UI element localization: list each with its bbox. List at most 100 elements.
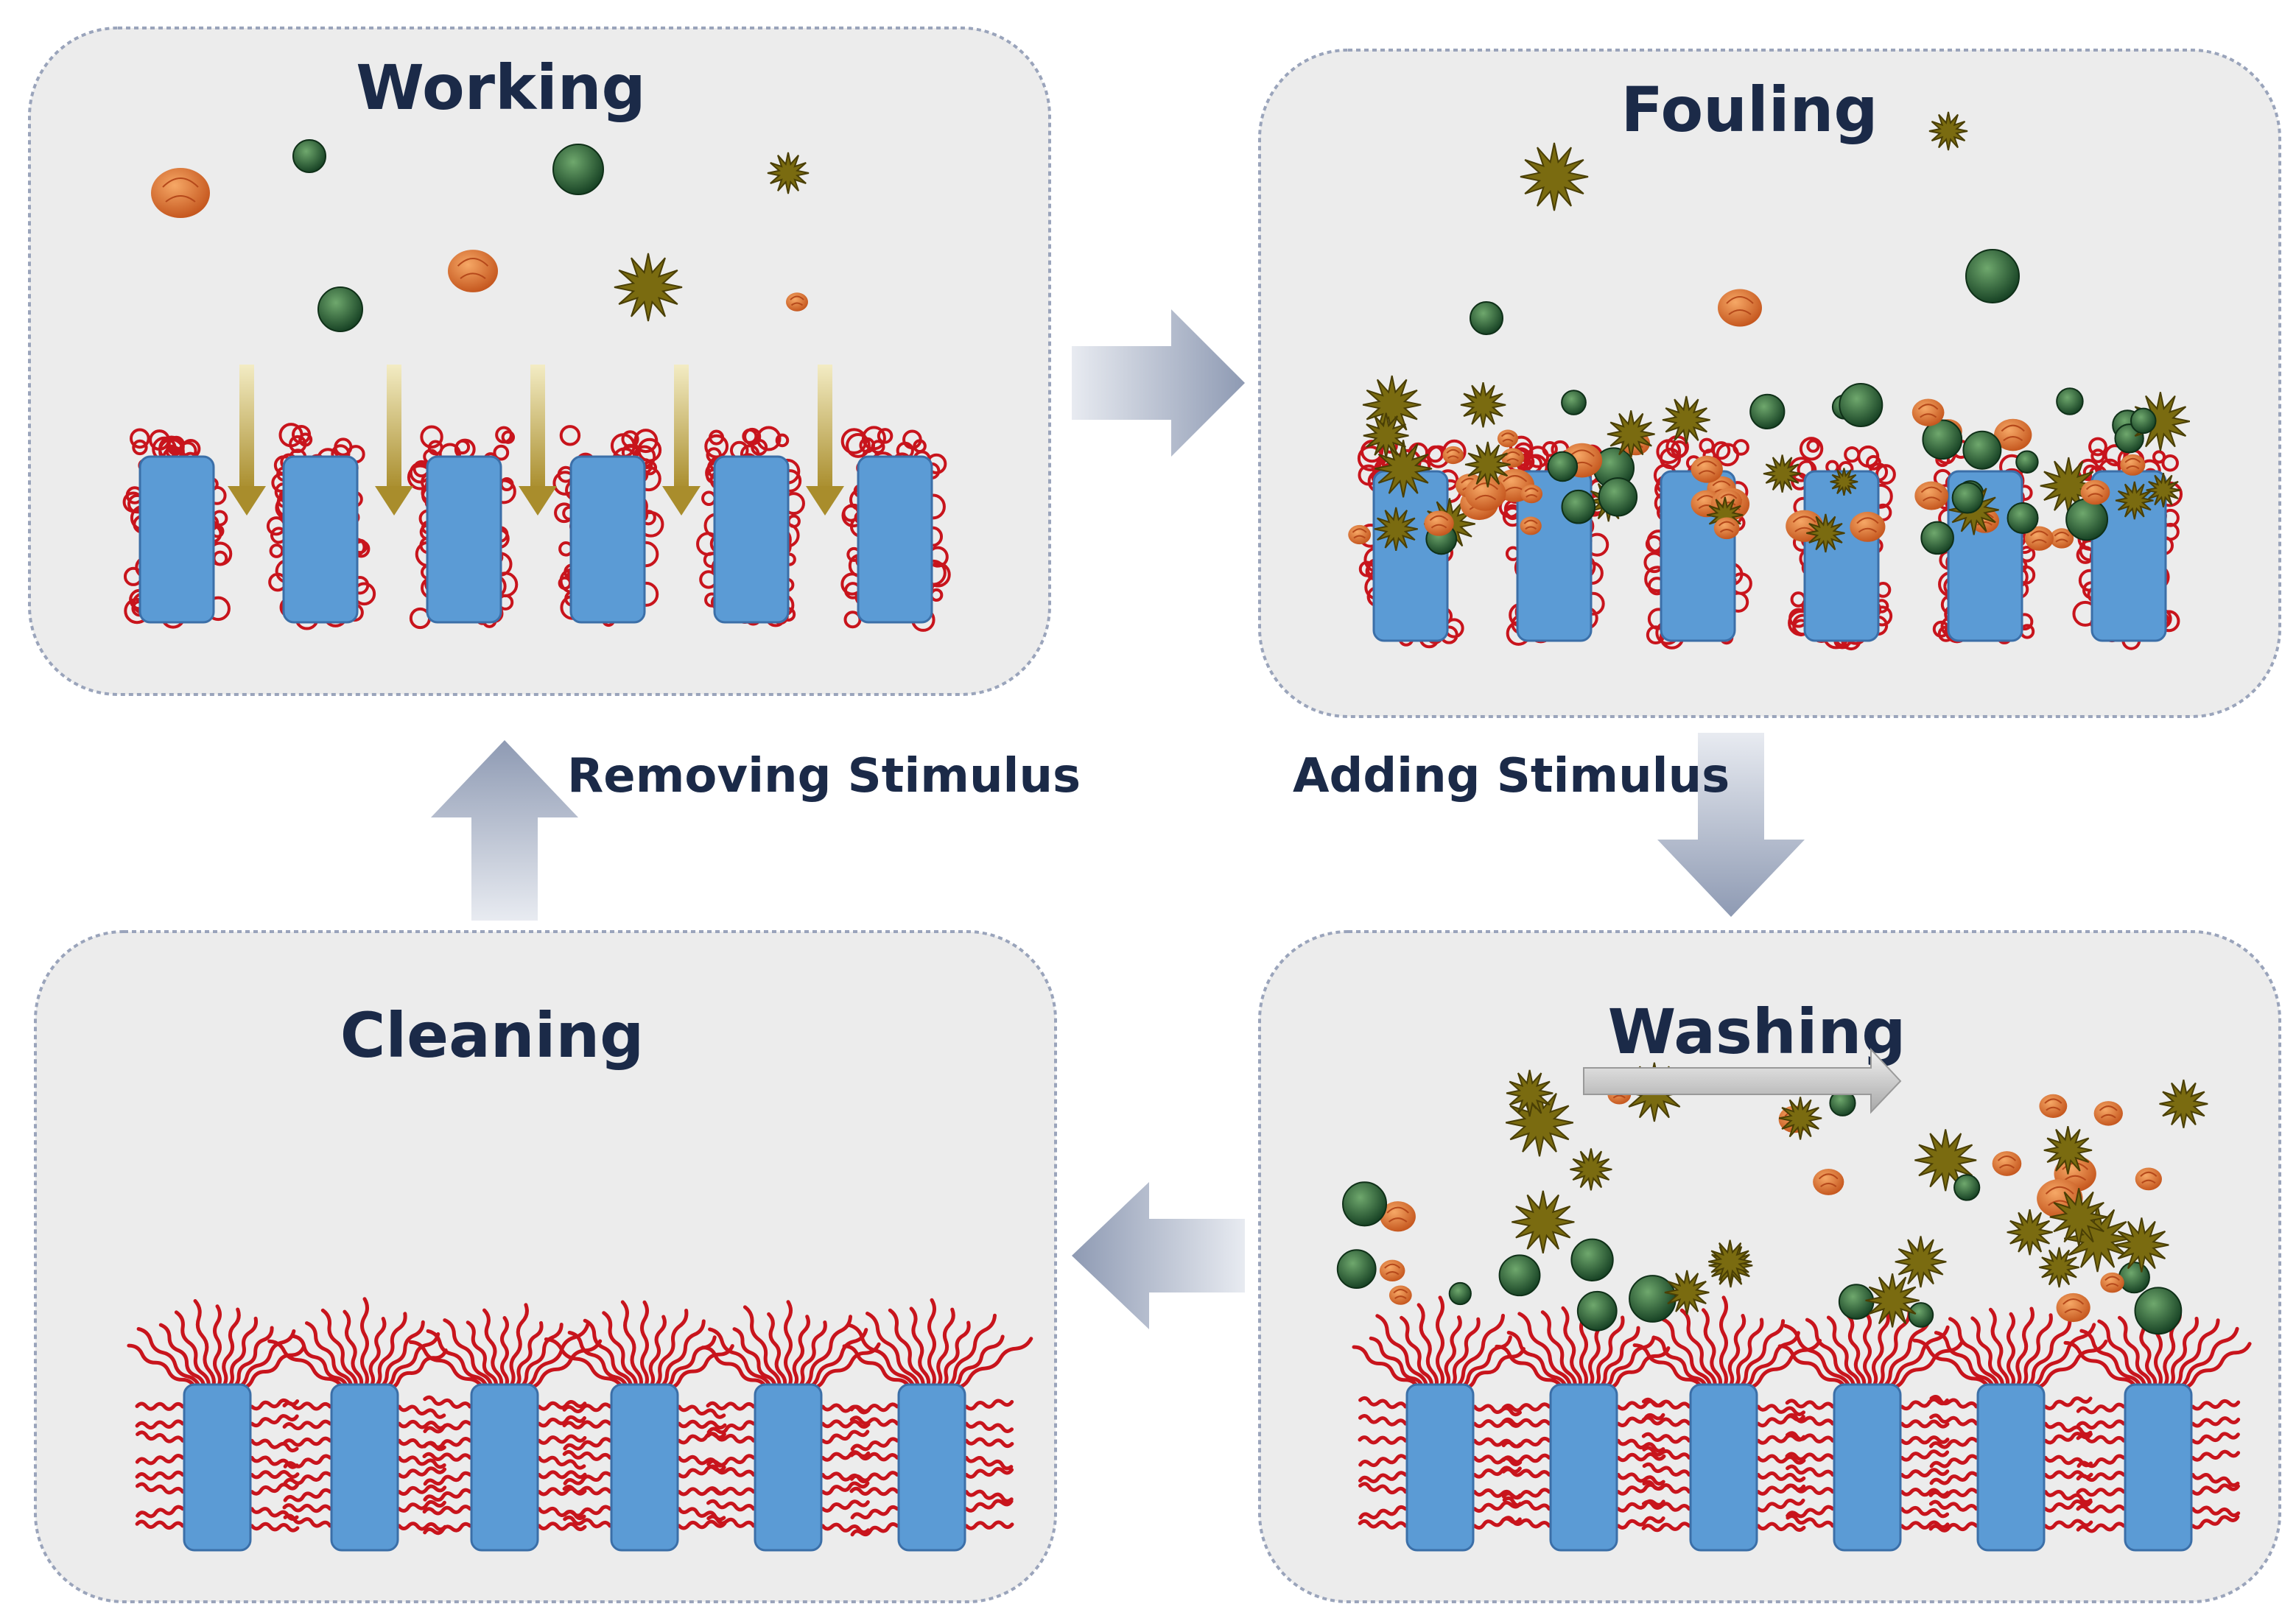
orange-particle [1389, 1285, 1412, 1305]
orange-particle [1713, 517, 1740, 540]
orange-particle-ridge [1523, 519, 1538, 530]
spiky-particle [2115, 481, 2154, 520]
orange-particle-body [1992, 1151, 2022, 1176]
spiky-particle [1505, 1088, 1574, 1157]
spiky-particle [2007, 1209, 2053, 1256]
spiky-particle [2043, 1125, 2093, 1175]
process-arrow-down [1657, 733, 1805, 917]
orange-particle-ridge [2085, 484, 2105, 498]
green-sphere [1570, 1238, 1614, 1281]
green-sphere [292, 139, 326, 173]
orange-particle-ridge [1429, 515, 1449, 529]
green-sphere [552, 144, 604, 195]
spiky-particle [1506, 1069, 1554, 1117]
polymer-brush-extended [1352, 1295, 1526, 1530]
orange-particle-body [2056, 1292, 2090, 1323]
spiky-particle [1362, 375, 1422, 435]
green-sphere [2118, 1262, 2150, 1294]
orange-particle-ridge [1997, 1156, 2017, 1169]
orange-particle-body [2120, 454, 2146, 476]
polymer-brush-extended [127, 1299, 306, 1533]
orange-particle-body [151, 168, 210, 218]
membrane-pillar [1976, 1383, 2046, 1552]
cleaning-membrane [127, 1297, 1033, 1552]
orange-particle-ridge [162, 177, 199, 203]
orange-particle [1691, 455, 1723, 483]
orange-particle [1914, 481, 1949, 510]
washing-flow-arrow [1583, 1047, 1902, 1114]
orange-particle-ridge [2029, 530, 2049, 544]
polymer-brush-extended [1495, 1299, 1671, 1530]
flow-arrow-shaft [530, 365, 545, 490]
orange-particle [1992, 1151, 2022, 1176]
orange-particle-body [1914, 481, 1949, 510]
green-sphere [1920, 521, 1954, 555]
orange-particle-body [1718, 289, 1762, 327]
membrane-pillar [1803, 470, 1880, 642]
spiky-particle [1928, 111, 1968, 151]
spiky-particle [1512, 1190, 1575, 1254]
green-sphere [2015, 450, 2039, 474]
spiky-particle [1607, 410, 1655, 459]
orange-particle [2049, 528, 2074, 549]
process-arrow-left [1072, 1182, 1245, 1329]
green-sphere [1561, 489, 1596, 524]
panel-fouling-frame [1258, 49, 2281, 718]
orange-particle [1379, 1259, 1405, 1282]
spiky-particle [1763, 454, 1802, 493]
orange-particle-ridge [2104, 1276, 2120, 1287]
orange-particle-ridge [1386, 1206, 1409, 1223]
orange-particle-ridge [1500, 432, 1515, 443]
orange-particle-ridge [1393, 1288, 1408, 1300]
spiky-particle [1830, 468, 1858, 496]
orange-particle-ridge [1920, 486, 1942, 502]
orange-particle-ridge [1726, 296, 1754, 315]
green-sphere [1953, 1174, 1981, 1201]
flow-arrow-shaft [818, 365, 832, 490]
spiky-particle [2039, 1247, 2079, 1288]
orange-particle [1464, 476, 1506, 511]
orange-particle-body [1379, 1259, 1405, 1282]
orange-particle-ridge [2099, 1105, 2118, 1119]
spiky-particle [1374, 440, 1433, 498]
membrane-pillar [857, 455, 933, 624]
green-sphere [1498, 1254, 1541, 1297]
orange-particle-ridge [2140, 1171, 2158, 1184]
orange-particle [2100, 1272, 2124, 1293]
green-sphere [1922, 419, 1963, 460]
flow-arrow-head [375, 486, 413, 516]
orange-particle-body [1850, 511, 1886, 542]
orange-particle-body [2135, 1167, 2162, 1191]
orange-particle-body [2093, 1101, 2123, 1126]
green-sphere [1598, 477, 1638, 517]
orange-particle-body [1994, 418, 2032, 451]
membrane-pillar [1405, 1383, 1475, 1552]
orange-particle-body [1348, 524, 1372, 545]
orange-particle-ridge [1384, 1263, 1401, 1276]
panel-title-fouling: Fouling [1621, 74, 1878, 146]
orange-particle-ridge [2044, 1098, 2062, 1111]
membrane-pillar [610, 1383, 679, 1552]
membrane-pillar [282, 455, 359, 624]
green-sphere [1336, 1249, 1377, 1290]
orange-particle [1442, 446, 1464, 465]
green-sphere [2130, 407, 2157, 435]
spiky-particle [1895, 1236, 1947, 1288]
orange-particle-body [2039, 1094, 2068, 1118]
spiky-particle [1778, 1097, 1822, 1140]
orange-particle-ridge [2124, 457, 2141, 470]
panel-title-washing: Washing [1608, 996, 1906, 1068]
spiky-particle [1363, 412, 1409, 459]
membrane-pillar [183, 1383, 252, 1552]
polymer-brush-extended [409, 1303, 603, 1536]
orange-particle [151, 168, 210, 218]
orange-particle [448, 250, 498, 292]
spiky-particle [1662, 395, 1710, 444]
green-sphere [1448, 1281, 1472, 1306]
orange-particle-ridge [1472, 482, 1499, 501]
orange-particle [1520, 516, 1542, 535]
orange-particle-body [2080, 479, 2110, 505]
green-sphere [1962, 430, 2002, 470]
membrane-pillar [1372, 470, 1449, 642]
